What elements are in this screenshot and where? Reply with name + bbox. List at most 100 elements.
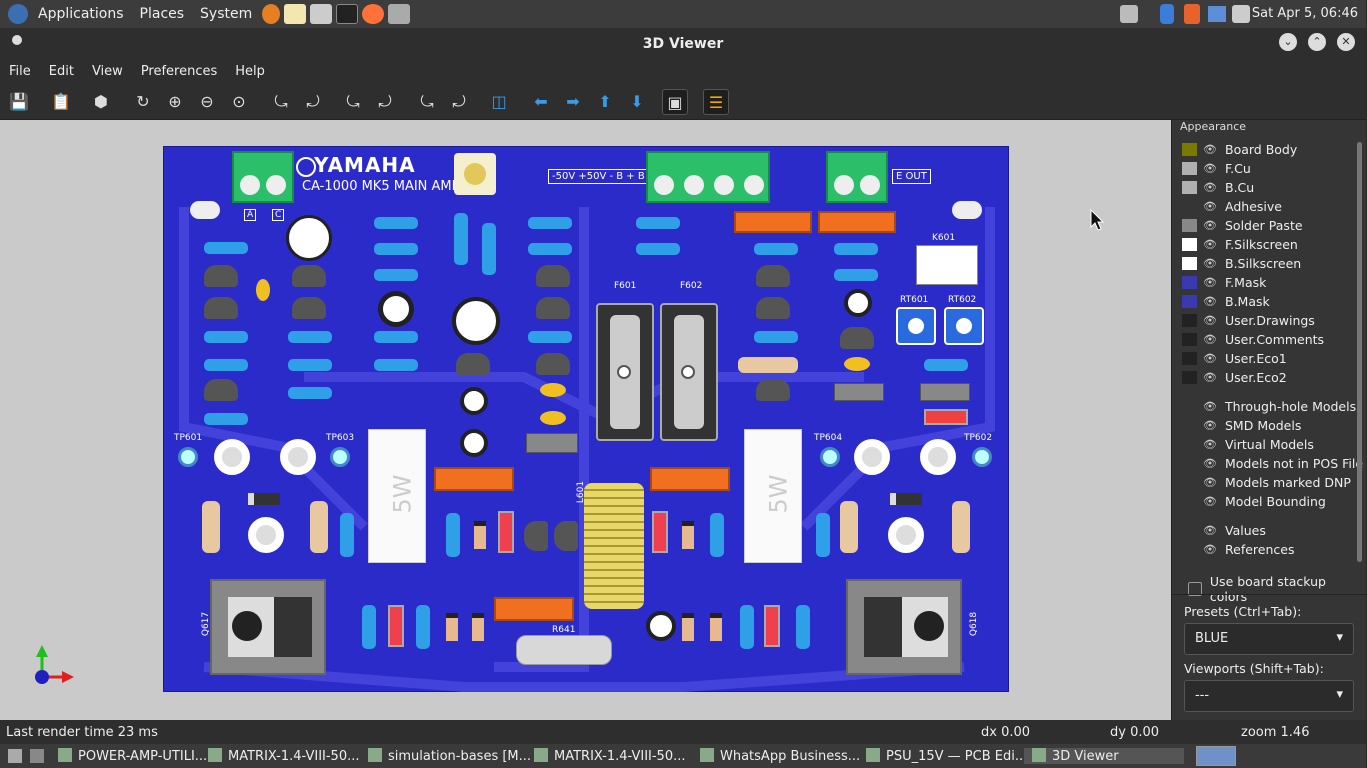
visibility-eye-icon[interactable]: 👁 — [1203, 276, 1217, 289]
copy-clipboard-icon[interactable]: 📋 — [51, 92, 71, 111]
menu-file[interactable]: File — [9, 64, 31, 79]
layer-color-swatch[interactable] — [1182, 276, 1197, 289]
panel-scrollbar[interactable] — [1357, 142, 1362, 562]
export-image-icon[interactable]: 💾 — [9, 92, 29, 111]
model-visibility-row[interactable]: 👁Virtual Models — [1203, 435, 1314, 454]
zoom-fit-icon[interactable]: ⊙ — [232, 92, 246, 111]
visibility-eye-icon[interactable]: 👁 — [1203, 400, 1217, 413]
layer-color-swatch[interactable] — [1182, 333, 1197, 346]
visibility-eye-icon[interactable]: 👁 — [1203, 200, 1217, 213]
visibility-eye-icon[interactable]: 👁 — [1203, 543, 1217, 556]
rotate-y-cw-icon[interactable]: ⤿ — [346, 92, 360, 111]
layer-row[interactable]: 👁B.Silkscreen — [1182, 254, 1301, 273]
menu-help[interactable]: Help — [235, 64, 265, 79]
menu-view[interactable]: View — [91, 64, 123, 79]
misc-visibility-row[interactable]: 👁References — [1203, 540, 1294, 559]
close-button[interactable]: ✕ — [1337, 33, 1355, 51]
visibility-eye-icon[interactable]: 👁 — [1203, 371, 1217, 384]
flip-board-icon[interactable]: ◫ — [491, 92, 507, 111]
layer-color-swatch[interactable] — [1182, 295, 1197, 308]
rotate-x-ccw-icon[interactable]: ⤾ — [306, 92, 320, 111]
taskbar-item[interactable]: POWER-AMP-UTILI... — [50, 748, 207, 764]
layer-row[interactable]: 👁F.Mask — [1182, 273, 1266, 292]
layer-row[interactable]: 👁User.Eco2 — [1182, 368, 1287, 387]
layer-row[interactable]: 👁User.Drawings — [1182, 311, 1315, 330]
workspace-switcher[interactable] — [1196, 746, 1236, 766]
visibility-eye-icon[interactable]: 👁 — [1203, 219, 1217, 232]
clock[interactable]: Sat Apr 5, 06:46 — [1251, 6, 1358, 21]
move-right-icon[interactable]: ➡ — [566, 92, 580, 111]
taskbar-item[interactable]: MATRIX-1.4-VIII-50... — [200, 748, 360, 764]
visibility-eye-icon[interactable]: 👁 — [1203, 314, 1217, 327]
model-visibility-row[interactable]: 👁Models marked DNP — [1203, 473, 1351, 492]
shield-icon[interactable] — [1184, 4, 1200, 24]
layers-manager-icon[interactable]: ☰ — [703, 89, 729, 115]
rotate-y-ccw-icon[interactable]: ⤾ — [378, 92, 392, 111]
visibility-eye-icon[interactable]: 👁 — [1203, 143, 1217, 156]
layer-row[interactable]: 👁User.Comments — [1182, 330, 1324, 349]
model-visibility-row[interactable]: 👁Through-hole Models — [1203, 397, 1356, 416]
layer-row[interactable]: 👁F.Silkscreen — [1182, 235, 1298, 254]
visibility-eye-icon[interactable]: 👁 — [1203, 524, 1217, 537]
visibility-eye-icon[interactable]: 👁 — [1203, 238, 1217, 251]
rotate-z-ccw-icon[interactable]: ⤾ — [452, 92, 466, 111]
layer-color-swatch[interactable] — [1182, 314, 1197, 327]
ortho-projection-icon[interactable]: ▣ — [662, 89, 688, 115]
zoom-in-icon[interactable]: ⊕ — [168, 92, 182, 111]
taskbar-item[interactable]: MATRIX-1.4-VIII-50... — [526, 748, 692, 764]
layer-color-swatch[interactable] — [1182, 181, 1197, 194]
layer-color-swatch[interactable] — [1182, 257, 1197, 270]
system-menu[interactable]: System — [200, 6, 253, 22]
visibility-eye-icon[interactable]: 👁 — [1203, 257, 1217, 270]
minimize-button[interactable]: ⌄ — [1279, 33, 1297, 51]
taskbar-item[interactable]: simulation-bases [M... — [360, 748, 531, 764]
window-list-icon[interactable] — [30, 749, 44, 763]
text-editor-launcher-icon[interactable] — [284, 4, 307, 24]
pcb-board-render[interactable]: A C YAMAHA CA-1000 MK5 MAIN AMP -50V +50… — [163, 146, 1009, 692]
layer-color-swatch[interactable] — [1182, 352, 1197, 365]
taskbar-item[interactable]: WhatsApp Business... — [692, 748, 860, 764]
layer-color-swatch[interactable] — [1182, 200, 1197, 213]
visibility-eye-icon[interactable]: 👁 — [1203, 333, 1217, 346]
visibility-eye-icon[interactable]: 👁 — [1203, 419, 1217, 432]
taskbar-item[interactable]: PSU_15V — PCB Edi... — [858, 748, 1027, 764]
layer-row[interactable]: 👁Board Body — [1182, 140, 1297, 159]
network-signal-icon[interactable] — [1208, 6, 1226, 22]
rotate-z-cw-icon[interactable]: ⤿ — [420, 92, 434, 111]
layer-color-swatch[interactable] — [1182, 238, 1197, 251]
layer-row[interactable]: 👁Solder Paste — [1182, 216, 1303, 235]
misc-visibility-row[interactable]: 👁Values — [1203, 521, 1266, 540]
fedora-logo-icon[interactable] — [8, 4, 28, 24]
layer-color-swatch[interactable] — [1182, 219, 1197, 232]
user-switch-icon[interactable] — [1232, 5, 1250, 23]
visibility-eye-icon[interactable]: 👁 — [1203, 162, 1217, 175]
visibility-eye-icon[interactable]: 👁 — [1203, 495, 1217, 508]
layer-color-swatch[interactable] — [1182, 143, 1197, 156]
rotate-x-cw-icon[interactable]: ⤿ — [274, 92, 288, 111]
zoom-out-icon[interactable]: ⊖ — [200, 92, 214, 111]
model-visibility-row[interactable]: 👁Models not in POS File — [1203, 454, 1363, 473]
reload-icon[interactable]: ↻ — [136, 92, 150, 111]
layer-row[interactable]: 👁F.Cu — [1182, 159, 1251, 178]
bluetooth-icon[interactable] — [1160, 4, 1174, 24]
raytrace-icon[interactable]: ⬢ — [94, 92, 108, 111]
layer-row[interactable]: 👁B.Mask — [1182, 292, 1270, 311]
calculator-launcher-icon[interactable] — [388, 4, 411, 24]
search-launcher-icon[interactable] — [262, 4, 281, 24]
file-manager-launcher-icon[interactable] — [310, 4, 333, 24]
window-menu-dot[interactable] — [12, 35, 22, 45]
visibility-eye-icon[interactable]: 👁 — [1203, 295, 1217, 308]
layer-color-swatch[interactable] — [1182, 371, 1197, 384]
show-desktop-icon[interactable] — [8, 749, 22, 763]
move-left-icon[interactable]: ⬅ — [534, 92, 548, 111]
visibility-eye-icon[interactable]: 👁 — [1203, 476, 1217, 489]
model-visibility-row[interactable]: 👁SMD Models — [1203, 416, 1301, 435]
layer-row[interactable]: 👁User.Eco1 — [1182, 349, 1287, 368]
layer-row[interactable]: 👁Adhesive — [1182, 197, 1282, 216]
viewports-select[interactable]: --- ▾ — [1184, 680, 1354, 712]
volume-icon[interactable] — [1120, 5, 1138, 23]
visibility-eye-icon[interactable]: 👁 — [1203, 352, 1217, 365]
layer-color-swatch[interactable] — [1182, 162, 1197, 175]
stackup-checkbox[interactable] — [1188, 582, 1202, 596]
firefox-launcher-icon[interactable] — [362, 4, 385, 24]
